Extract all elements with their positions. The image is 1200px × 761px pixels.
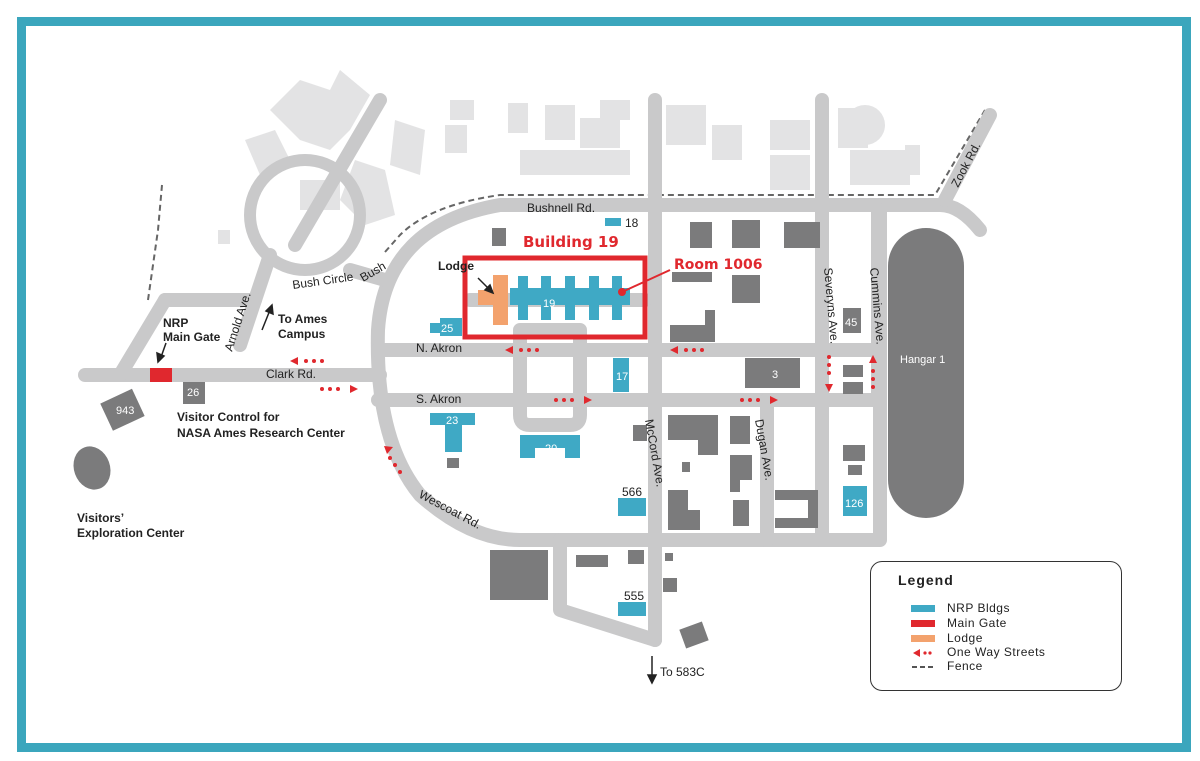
gray-buildings	[73, 220, 865, 649]
road-label-cummins: Cummins Ave.	[867, 267, 888, 345]
lodge-swatch	[911, 635, 935, 642]
bldg-19-label: 19	[543, 298, 555, 310]
nrp-gate-label-line1: NRP	[163, 316, 188, 330]
exploration-center-label-line2: Exploration Center	[77, 526, 185, 540]
main-gate-marker	[150, 368, 172, 382]
ames-campus-label-line2: Campus	[278, 327, 326, 341]
road-label-n-akron: N. Akron	[416, 341, 462, 355]
bldg-126-label: 126	[845, 498, 863, 510]
road-label-mccord: McCord Ave.	[642, 418, 668, 488]
main-gate-swatch	[911, 620, 935, 627]
bldg-555-label: 555	[624, 589, 644, 603]
visitor-control-label-line2: NASA Ames Research Center	[177, 426, 345, 440]
road-label-s-akron: S. Akron	[416, 392, 461, 406]
legend-title: Legend	[898, 572, 954, 588]
nrp-bldg-swatch	[911, 605, 935, 612]
room-1006-title: Room 1006	[674, 257, 762, 273]
lodge-building	[478, 275, 508, 325]
nrp-gate-label-line2: Main Gate	[163, 330, 221, 344]
fence-lines	[147, 109, 986, 301]
map-legend: Legend NRP Bldgs Main Gate Lodge One Way…	[870, 561, 1122, 691]
visitor-control-label-line1: Visitor Control for	[177, 410, 280, 424]
bldg-566-label: 566	[622, 485, 642, 499]
ames-campus-label-line1: To Ames	[278, 312, 328, 326]
bldg-23-label: 23	[446, 415, 458, 427]
bldg-18-label: 18	[625, 216, 639, 230]
room-1006-marker	[618, 288, 626, 296]
exploration-center-label-line1: Visitors’	[77, 511, 124, 525]
lodge-label: Lodge	[438, 259, 474, 273]
one-way-arrow-icon	[913, 649, 932, 657]
bldg-3-label: 3	[772, 369, 778, 381]
building-19-title: Building 19	[523, 233, 619, 251]
hangar-1-label: Hangar 1	[900, 354, 945, 366]
road-label-clark: Clark Rd.	[266, 367, 316, 381]
road-label-severyns: Severyns Ave.	[821, 267, 842, 344]
bldg-26-label: 26	[187, 387, 199, 399]
one-way-arrows	[290, 346, 877, 474]
hangar-1	[888, 228, 964, 518]
bldg-25-label: 25	[441, 323, 453, 335]
nrp-buildings	[430, 218, 867, 616]
fence-line-icon	[912, 666, 934, 668]
pointer-arrows	[156, 277, 658, 685]
bldg-17-label: 17	[616, 371, 628, 383]
roads	[78, 93, 997, 647]
building-19-highlight	[462, 255, 648, 340]
room-1006-pointer	[621, 269, 671, 293]
to-583c-label: To 583C	[660, 665, 705, 679]
background-buildings	[218, 70, 920, 244]
bldg-45-label: 45	[845, 317, 857, 329]
bldg-20-label: 20	[545, 443, 557, 455]
bldg-943-label: 943	[116, 405, 134, 417]
road-label-bushnell: Bushnell Rd.	[527, 201, 595, 215]
